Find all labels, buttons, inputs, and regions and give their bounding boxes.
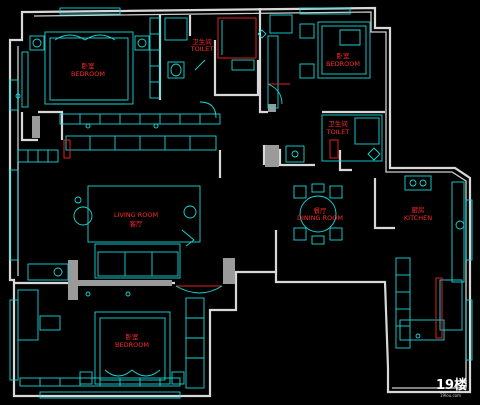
sw-bedroom-label: 卧室 BEDROOM xyxy=(115,332,149,349)
ne-bedroom-label-en: BEDROOM xyxy=(326,60,360,68)
pillars xyxy=(32,104,279,300)
exterior-walls xyxy=(8,6,472,398)
kitchen-fixtures xyxy=(395,175,465,349)
top-toilet-fixtures xyxy=(164,17,257,79)
master-bedroom-label-en: BEDROOM xyxy=(71,70,105,78)
mid-toilet-label: 卫生间 TOILET xyxy=(326,119,350,136)
dining-room-label: 餐厅 DINING ROOM xyxy=(297,206,343,222)
sw-bedroom-label-en: BEDROOM xyxy=(115,341,149,349)
top-toilet-label-cn: 卫生间 xyxy=(192,37,212,46)
dining-room-furniture xyxy=(293,183,343,245)
living-room-furniture xyxy=(17,101,223,294)
markers xyxy=(15,29,421,339)
top-toilet-label: 卫生间 TOILET xyxy=(190,37,214,53)
master-bedroom-label-cn: 卧室 xyxy=(82,61,96,70)
master-bedroom-label: 卧室 BEDROOM xyxy=(71,61,105,78)
living-room-label-en: LIVING ROOM xyxy=(114,211,158,219)
mid-toilet-label-cn: 卫生间 xyxy=(328,119,348,128)
watermark: 19楼 19lou.com xyxy=(436,377,467,398)
ne-bedroom-furniture xyxy=(267,14,371,109)
living-room-label-cn: 客厅 xyxy=(130,219,144,228)
sw-bedroom-furniture xyxy=(17,263,205,389)
mid-toilet-label-en: TOILET xyxy=(326,128,350,136)
mid-toilet-fixtures xyxy=(285,114,383,163)
ne-bedroom-label-cn: 卧室 xyxy=(337,51,351,60)
dining-room-label-en: DINING ROOM xyxy=(297,214,343,222)
top-toilet-label-en: TOILET xyxy=(190,45,214,53)
master-bedroom-furniture xyxy=(21,17,221,125)
kitchen-label-en: KITCHEN xyxy=(404,214,432,222)
living-room-label: LIVING ROOM 客厅 xyxy=(114,211,158,228)
watermark-url: 19lou.com xyxy=(440,393,461,398)
dining-room-label-cn: 餐厅 xyxy=(314,206,328,215)
kitchen-label-cn: 厨房 xyxy=(412,205,425,214)
ne-bedroom-label: 卧室 BEDROOM xyxy=(326,51,360,68)
watermark-logo: 19楼 xyxy=(436,377,467,393)
sw-bedroom-label-cn: 卧室 xyxy=(126,332,140,341)
windows xyxy=(9,7,473,399)
kitchen-label: 厨房 KITCHEN xyxy=(404,205,432,222)
